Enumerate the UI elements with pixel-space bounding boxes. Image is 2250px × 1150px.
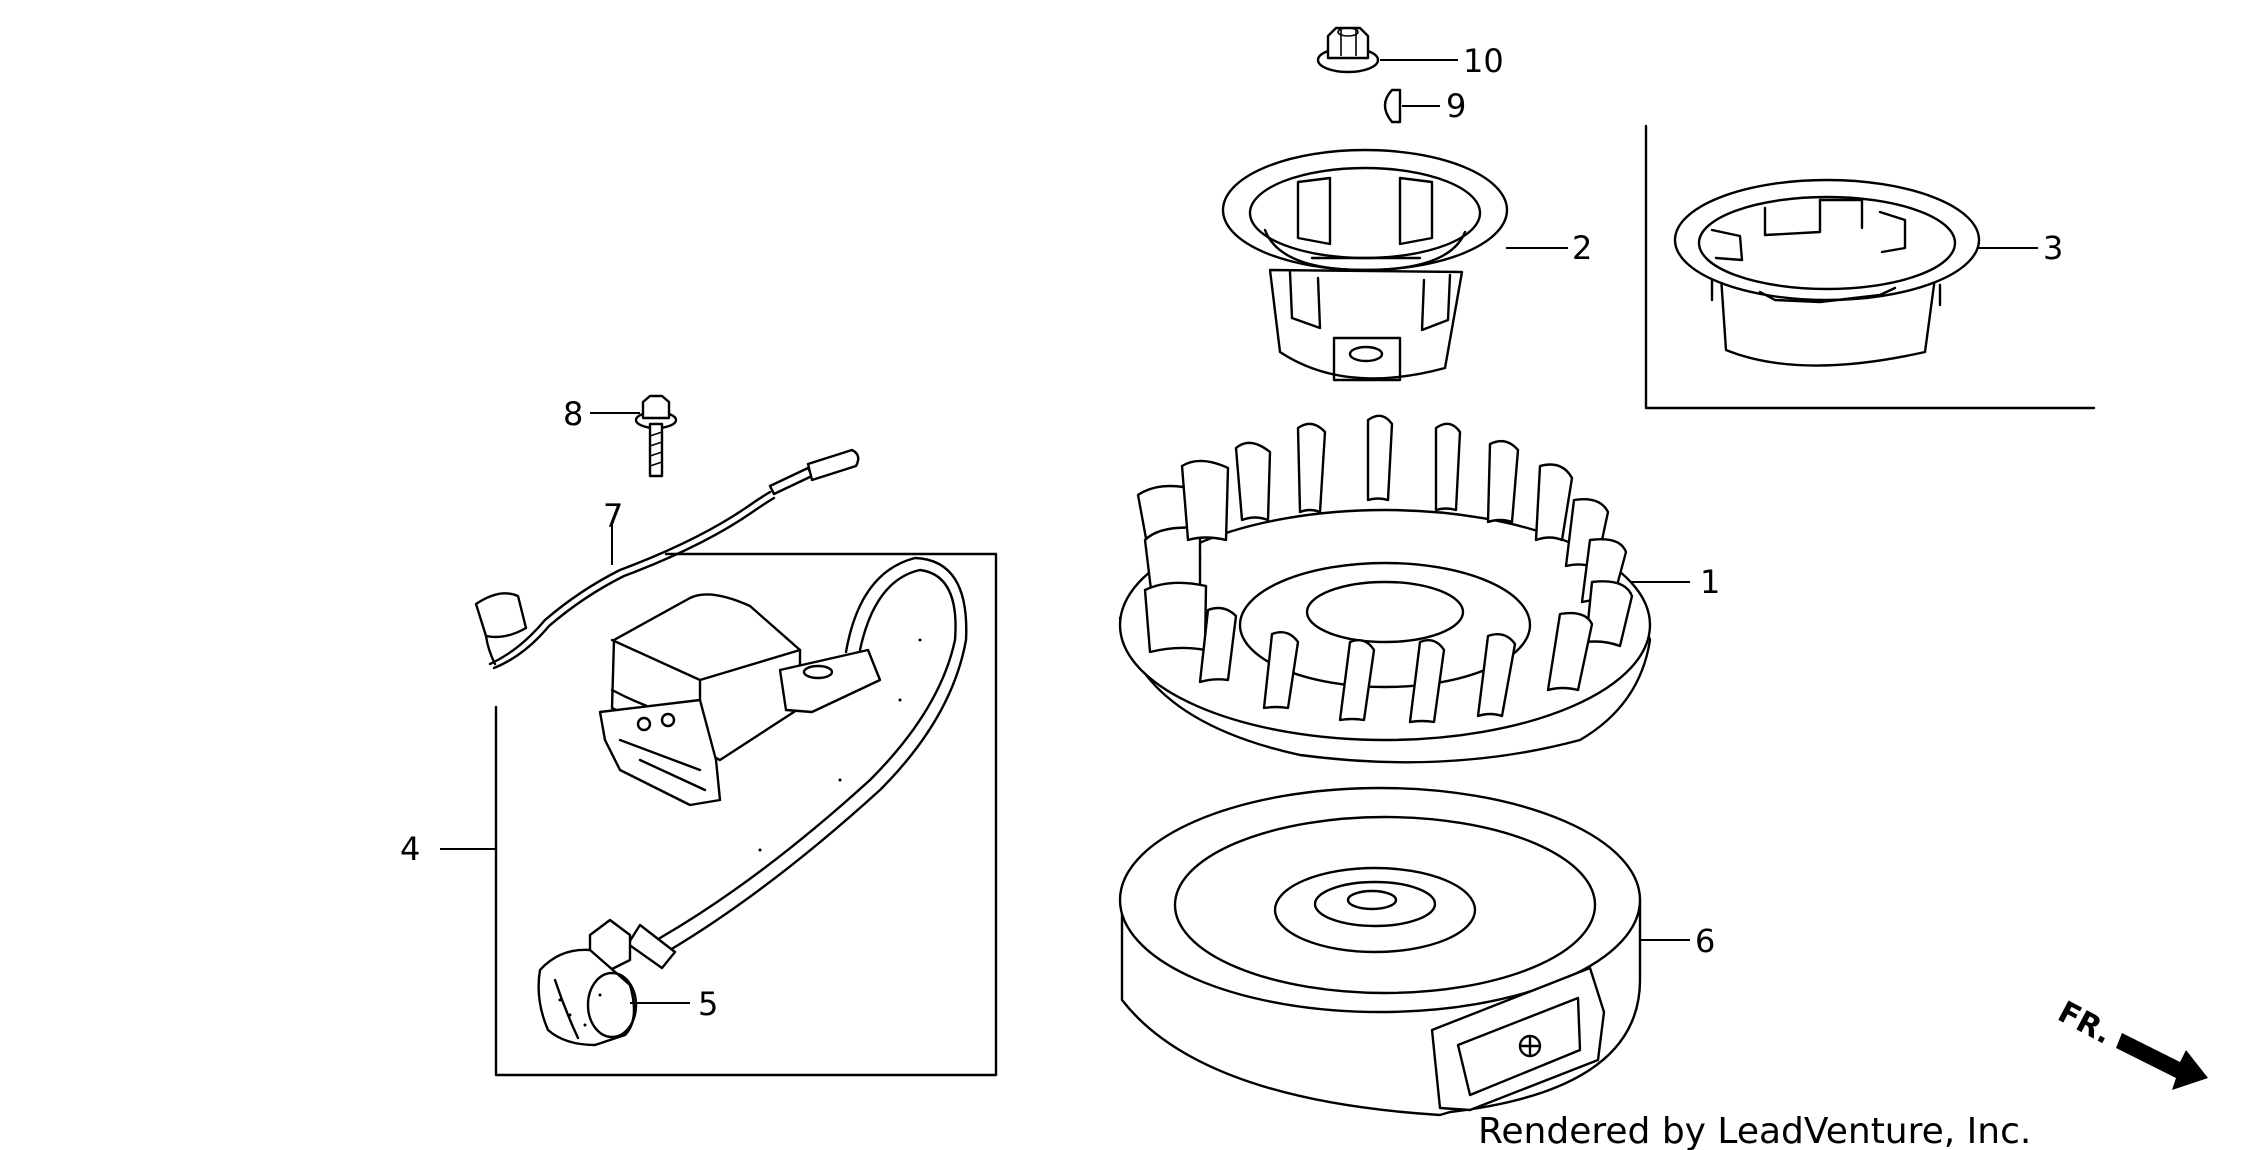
starter-pulley-alt-part [1644,124,2096,410]
front-direction-indicator: FR. [2052,995,2208,1090]
flywheel-part [1118,414,1652,764]
credit-text: Rendered by LeadVenture, Inc. [1478,1111,2031,1150]
part-number-9: 9 [1446,87,1466,125]
part-number-4: 4 [400,830,420,868]
ignition-coil-part [494,552,998,1077]
front-arrow-icon [2116,1033,2208,1090]
starter-pulley-part [1221,148,1509,382]
stop-switch-wire-part [474,448,860,670]
spark-plug-cap-part [537,918,638,1047]
part-number-10: 10 [1463,42,1504,80]
recoil-starter-part [1118,786,1642,1117]
leader-lines [440,59,2038,1004]
flange-nut-part [1316,26,1380,74]
part-number-5: 5 [698,985,718,1023]
fr-label: FR. [2052,995,2117,1052]
flange-bolt-part [634,394,678,478]
part-number-1: 1 [1700,563,1720,601]
woodruff-key-part [1383,88,1402,124]
part-number-7: 7 [603,497,623,535]
part-number-3: 3 [2043,229,2063,267]
part-number-2: 2 [1572,229,1592,267]
part-number-8: 8 [563,395,583,433]
part-number-6: 6 [1695,922,1715,960]
part-numbers: 10 9 2 3 1 6 8 7 4 5 [400,42,2063,1023]
